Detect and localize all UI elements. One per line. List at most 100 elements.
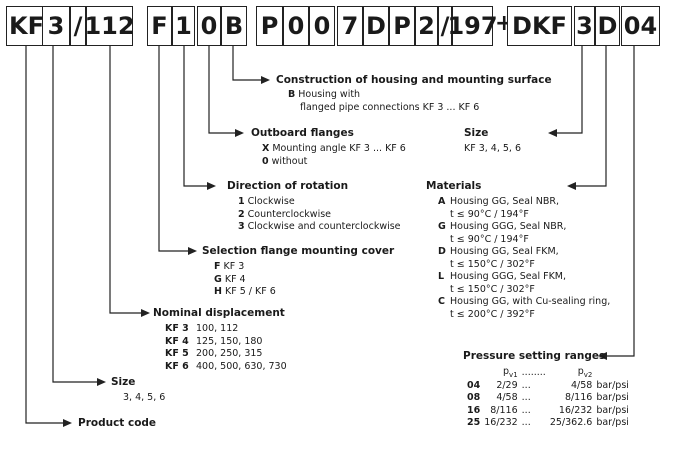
pressure-title: Pressure setting ranges bbox=[463, 350, 606, 362]
pressure-sep: ... bbox=[521, 417, 531, 429]
code-box-p: P bbox=[256, 6, 283, 46]
code-box-displacement: 112 bbox=[84, 6, 135, 46]
pressure-p2: 25/362.6 bbox=[549, 417, 593, 429]
construction-text-2: flanged pipe connections KF 3 ... KF 6 bbox=[300, 101, 480, 113]
size-left-title: Size bbox=[111, 376, 136, 388]
selection-key-g: G bbox=[214, 273, 222, 285]
nominal-title: Nominal displacement bbox=[153, 307, 285, 319]
pressure-sep: ... bbox=[521, 379, 531, 391]
code-box-two: 2 bbox=[415, 6, 438, 46]
construction-title: Construction of housing and mounting sur… bbox=[276, 74, 552, 86]
material-text-a: Housing GG, Seal NBR, bbox=[450, 196, 559, 207]
pressure-col2: p bbox=[577, 366, 584, 377]
material-text-l: Housing GGG, Seal FKM, bbox=[450, 271, 567, 282]
direction-key-3: 3 bbox=[238, 221, 245, 232]
nominal-text-kf6: 400, 500, 630, 730 bbox=[196, 360, 287, 372]
pressure-col2-sub: v2 bbox=[583, 370, 593, 379]
construction-key: B bbox=[288, 89, 296, 100]
product-code-title: Product code bbox=[78, 417, 157, 429]
outboard-key-x: X bbox=[262, 143, 270, 154]
code-box-outboard: 0 bbox=[197, 6, 221, 46]
pressure-header-row: pv1 ........ pv2 bbox=[465, 366, 631, 379]
pressure-p2: 4/58 bbox=[570, 379, 593, 391]
direction-key-2: 2 bbox=[238, 208, 245, 220]
pressure-p1: 8/116 bbox=[490, 404, 518, 416]
code-box-kf: KF bbox=[6, 6, 47, 46]
direction-text-1: Clockwise bbox=[247, 196, 295, 207]
material-key-g: G bbox=[438, 221, 446, 232]
selection-key-h: H bbox=[214, 286, 222, 297]
material-key-d: D bbox=[438, 246, 446, 257]
code-box-slash-2: / bbox=[438, 6, 452, 46]
code-box-d: D bbox=[363, 6, 389, 46]
code-box-slash-1: / bbox=[70, 6, 86, 46]
pressure-sep: ... bbox=[521, 404, 531, 416]
construction-text: Housing with bbox=[298, 89, 361, 100]
selection-text-g: KF 4 bbox=[224, 273, 246, 285]
code-box-dkf: DKF bbox=[507, 6, 572, 46]
nominal-key-kf3: KF 3 bbox=[165, 323, 189, 334]
material-temp-l: t ≤ 150°C / 302°F bbox=[450, 283, 535, 295]
direction-title: Direction of rotation bbox=[227, 180, 349, 192]
pressure-row: 16 8/116 ... 16/232 bar/psi bbox=[465, 404, 631, 417]
nominal-key-kf5: KF 5 bbox=[165, 348, 189, 359]
selection-text-h: KF 5 / KF 6 bbox=[224, 286, 276, 297]
material-text-g: Housing GGG, Seal NBR, bbox=[450, 221, 567, 232]
code-box-zero-2: 0 bbox=[309, 6, 335, 46]
pressure-row: 08 4/58 ... 8/116 bar/psi bbox=[465, 391, 631, 404]
direction-text-3: Clockwise and counterclockwise bbox=[247, 221, 401, 232]
pressure-col1: p bbox=[503, 366, 510, 377]
pressure-p2: 8/116 bbox=[564, 392, 593, 404]
code-box-num-197: 197 bbox=[447, 6, 498, 46]
pressure-p1: 2/29 bbox=[496, 379, 518, 391]
direction-text-2: Counterclockwise bbox=[247, 208, 332, 220]
nominal-key-kf4: KF 4 bbox=[165, 335, 189, 347]
pressure-col1-sub: v1 bbox=[509, 370, 518, 379]
material-key-a: A bbox=[438, 196, 446, 207]
pressure-table: pv1 ........ pv2 04 2/29 ... 4/58 bar/ps… bbox=[465, 366, 631, 429]
outboard-text-0: without bbox=[271, 155, 308, 167]
code-box-flange-cover: F bbox=[147, 6, 172, 46]
pressure-header-dots: ........ bbox=[521, 366, 546, 378]
construction-list: B Housing with flanged pipe connections … bbox=[288, 89, 479, 114]
nominal-key-kf6: KF 6 bbox=[165, 360, 189, 372]
material-temp-a: t ≤ 90°C / 194°F bbox=[450, 208, 529, 220]
material-text-d: Housing GG, Seal FKM, bbox=[450, 246, 559, 257]
pressure-row: 04 2/29 ... 4/58 bar/psi bbox=[465, 379, 631, 392]
code-box-seven: 7 bbox=[337, 6, 363, 46]
pressure-code: 16 bbox=[467, 404, 481, 416]
code-box-p-2: P bbox=[389, 6, 415, 46]
selection-text-f: KF 3 bbox=[223, 261, 245, 272]
direction-key-1: 1 bbox=[238, 196, 245, 207]
selection-flange-title: Selection flange mounting cover bbox=[202, 245, 395, 257]
code-box-size: 3 bbox=[42, 6, 70, 46]
code-box-pressure: 04 bbox=[621, 6, 660, 46]
pressure-row: 25 16/232 ... 25/362.6 bar/psi bbox=[465, 416, 631, 429]
pressure-code: 25 bbox=[467, 417, 481, 429]
outboard-key-0: 0 bbox=[262, 155, 269, 167]
outboard-flanges-list: X Mounting angle KF 3 ... KF 6 0 without bbox=[262, 143, 406, 168]
code-box-material: D bbox=[595, 6, 620, 46]
outboard-text-x: Mounting angle KF 3 ... KF 6 bbox=[272, 143, 406, 154]
material-key-c: C bbox=[438, 296, 445, 307]
selection-key-f: F bbox=[214, 261, 221, 272]
pressure-unit: bar/psi bbox=[596, 417, 629, 429]
pressure-sep: ... bbox=[521, 392, 531, 404]
outboard-flanges-title: Outboard flanges bbox=[251, 127, 354, 139]
direction-list: 1 Clockwise 2 Counterclockwise 3 Clockwi… bbox=[238, 196, 401, 234]
material-temp-g: t ≤ 90°C / 194°F bbox=[450, 233, 529, 245]
pressure-unit: bar/psi bbox=[596, 392, 629, 404]
pressure-code: 04 bbox=[467, 379, 481, 391]
selection-flange-list: F KF 3 G KF 4 H KF 5 / KF 6 bbox=[214, 261, 276, 299]
pressure-p1: 16/232 bbox=[484, 417, 518, 429]
nominal-text-kf3: 100, 112 bbox=[196, 323, 239, 334]
code-box-construction: B bbox=[221, 6, 247, 46]
pressure-p2: 16/232 bbox=[558, 404, 593, 416]
size-right-text: KF 3, 4, 5, 6 bbox=[464, 143, 522, 154]
code-box-dkf-size: 3 bbox=[574, 6, 595, 46]
material-key-l: L bbox=[438, 271, 445, 282]
size-left-text: 3, 4, 5, 6 bbox=[123, 392, 166, 403]
